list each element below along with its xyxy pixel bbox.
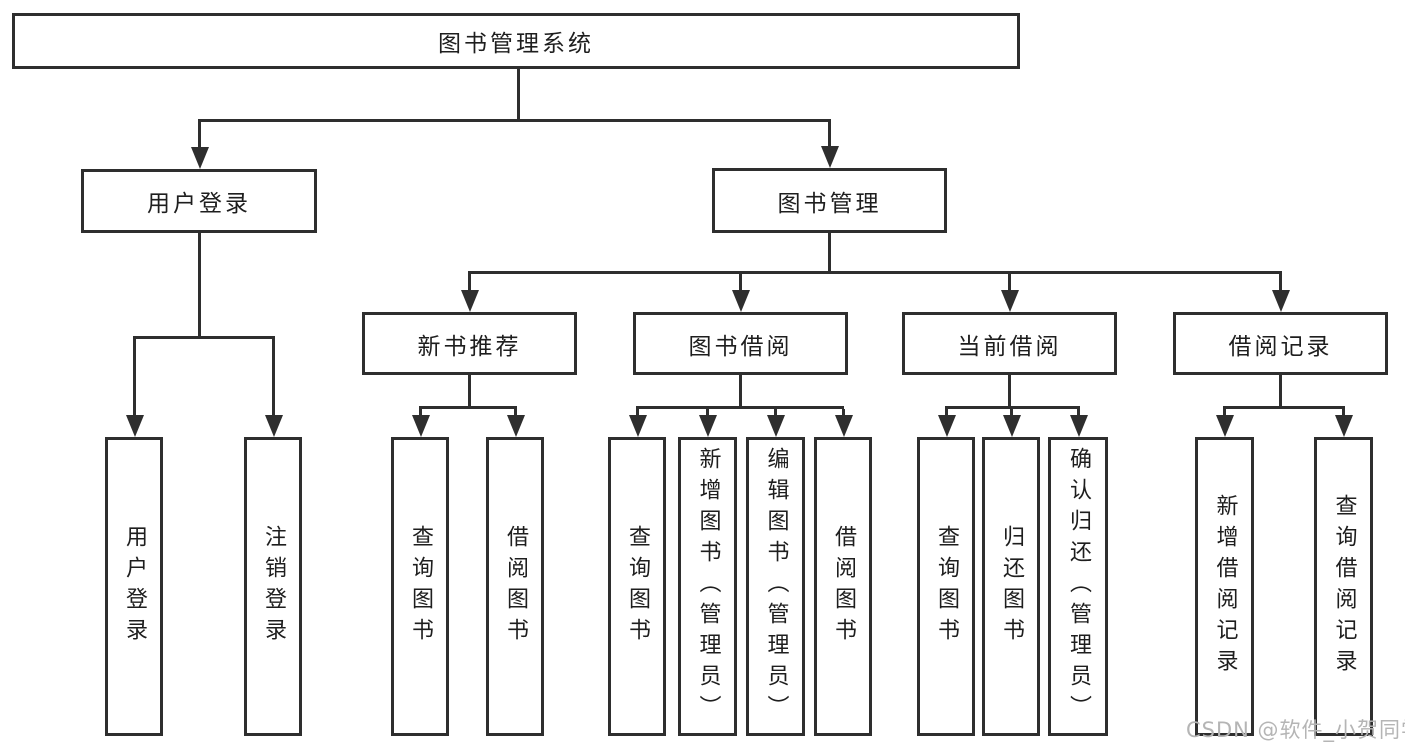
node-current-borrowing: 当前借阅 bbox=[902, 312, 1117, 375]
connector-line bbox=[774, 409, 777, 415]
connector-line bbox=[739, 274, 742, 290]
connector-line bbox=[419, 406, 517, 409]
connector-line bbox=[945, 409, 948, 415]
leaf-user-login: 用户登录 bbox=[105, 437, 163, 736]
node-book-management: 图书管理 bbox=[712, 168, 947, 233]
node-library-system: 图书管理系统 bbox=[12, 13, 1020, 69]
leaf-query-books-current: 查询图书 bbox=[917, 437, 975, 736]
connector-line bbox=[514, 409, 517, 415]
leaf-query-books-borrowing: 查询图书 bbox=[608, 437, 666, 736]
leaf-logout: 注销登录 bbox=[244, 437, 302, 736]
connector-line bbox=[1223, 409, 1226, 415]
arrow-down-icon bbox=[835, 415, 853, 437]
leaf-label: 查询借阅记录 bbox=[1331, 493, 1357, 680]
connector-line bbox=[198, 122, 201, 147]
leaf-label: 查询图书 bbox=[408, 524, 433, 649]
leaf-edit-book-admin: 编辑图书（管理员） bbox=[746, 437, 805, 736]
leaf-label: 归还图书 bbox=[999, 524, 1024, 649]
connector-line bbox=[272, 339, 275, 415]
leaf-label: 新增借阅记录 bbox=[1212, 493, 1238, 680]
arrow-down-icon bbox=[821, 146, 839, 168]
arrow-down-icon bbox=[265, 415, 283, 437]
leaf-label: 借阅图书 bbox=[831, 524, 856, 649]
connector-line bbox=[828, 122, 831, 146]
arrow-down-icon bbox=[1272, 290, 1290, 312]
connector-line bbox=[468, 274, 471, 290]
connector-line bbox=[198, 233, 201, 336]
arrow-down-icon bbox=[126, 415, 144, 437]
leaf-label: 新增图书（管理员） bbox=[695, 447, 721, 726]
arrow-down-icon bbox=[1001, 290, 1019, 312]
arrow-down-icon bbox=[191, 147, 209, 169]
connector-line bbox=[1342, 409, 1345, 415]
node-label: 用户登录 bbox=[147, 191, 251, 217]
connector-line bbox=[1010, 409, 1013, 415]
leaf-return-book: 归还图书 bbox=[982, 437, 1040, 736]
arrow-down-icon bbox=[461, 290, 479, 312]
node-label: 借阅记录 bbox=[1228, 333, 1333, 360]
node-borrowing-records: 借阅记录 bbox=[1173, 312, 1388, 375]
leaf-label: 注销登录 bbox=[261, 524, 286, 649]
node-label: 当前借阅 bbox=[957, 333, 1062, 360]
leaf-label: 编辑图书（管理员） bbox=[763, 447, 789, 726]
leaf-label: 查询图书 bbox=[625, 524, 650, 649]
arrow-down-icon bbox=[699, 415, 717, 437]
leaf-label: 查询图书 bbox=[934, 524, 959, 649]
arrow-down-icon bbox=[507, 415, 525, 437]
arrow-down-icon bbox=[1216, 415, 1234, 437]
leaf-label: 借阅图书 bbox=[503, 524, 528, 649]
connector-line bbox=[828, 233, 831, 271]
leaf-borrow-books-recommend: 借阅图书 bbox=[486, 437, 544, 736]
arrow-down-icon bbox=[938, 415, 956, 437]
node-label: 图书管理 bbox=[777, 190, 882, 217]
connector-line bbox=[517, 69, 520, 121]
node-new-book-recommend: 新书推荐 bbox=[362, 312, 577, 375]
connector-line bbox=[1077, 409, 1080, 415]
connector-line bbox=[739, 375, 742, 406]
watermark: CSDN @软件_小贺同学 bbox=[1186, 718, 1405, 742]
arrow-down-icon bbox=[412, 415, 430, 437]
node-label: 图书管理系统 bbox=[438, 31, 594, 57]
node-book-borrowing: 图书借阅 bbox=[633, 312, 848, 375]
connector-line bbox=[468, 271, 1282, 274]
leaf-query-borrow-record: 查询借阅记录 bbox=[1314, 437, 1373, 736]
connector-line bbox=[133, 336, 275, 339]
arrow-down-icon bbox=[732, 290, 750, 312]
connector-line bbox=[842, 409, 845, 415]
node-label: 新书推荐 bbox=[417, 333, 522, 360]
connector-line bbox=[198, 119, 831, 122]
connector-line bbox=[636, 409, 639, 415]
arrow-down-icon bbox=[629, 415, 647, 437]
connector-line bbox=[419, 409, 422, 415]
leaf-query-books-recommend: 查询图书 bbox=[391, 437, 449, 736]
arrow-down-icon bbox=[1003, 415, 1021, 437]
arrow-down-icon bbox=[1335, 415, 1353, 437]
connector-line bbox=[468, 375, 471, 406]
connector-line bbox=[1279, 375, 1282, 406]
connector-line bbox=[945, 406, 1080, 409]
leaf-add-book-admin: 新增图书（管理员） bbox=[678, 437, 737, 736]
connector-line bbox=[636, 406, 844, 409]
arrow-down-icon bbox=[767, 415, 785, 437]
connector-line bbox=[1008, 274, 1011, 290]
connector-line bbox=[1223, 406, 1345, 409]
node-user-login: 用户登录 bbox=[81, 169, 317, 233]
leaf-confirm-return-admin: 确认归还（管理员） bbox=[1048, 437, 1108, 736]
arrow-down-icon bbox=[1070, 415, 1088, 437]
leaf-borrow-books-borrowing: 借阅图书 bbox=[814, 437, 872, 736]
leaf-label: 确认归还（管理员） bbox=[1066, 447, 1091, 726]
node-label: 图书借阅 bbox=[688, 333, 793, 360]
leaf-add-borrow-record: 新增借阅记录 bbox=[1195, 437, 1254, 736]
connector-line bbox=[133, 339, 136, 415]
connector-line bbox=[706, 409, 709, 415]
connector-line bbox=[1279, 274, 1282, 290]
connector-line bbox=[1008, 375, 1011, 406]
leaf-label: 用户登录 bbox=[122, 524, 147, 649]
